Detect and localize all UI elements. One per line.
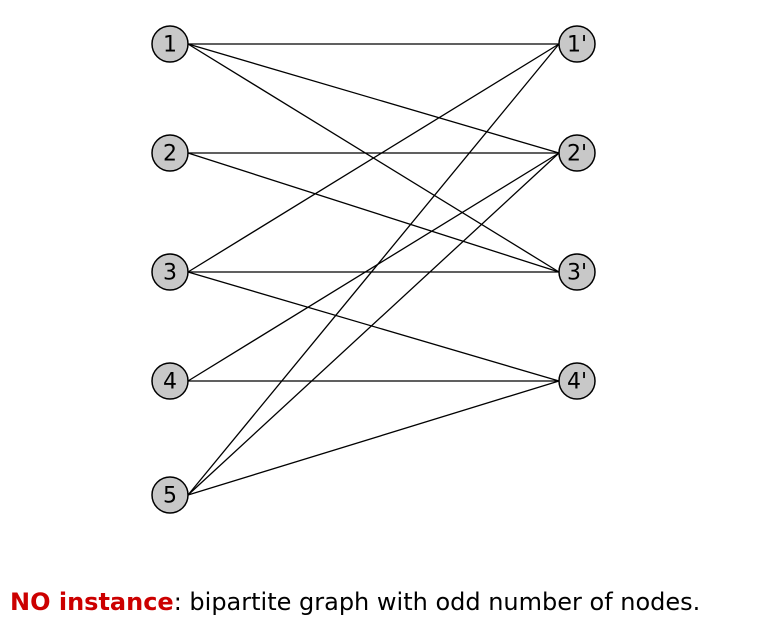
bipartite-graph: 1 2 3 4 5 1' 2' 3' 4' — [151, 25, 596, 514]
node-4: 4 — [151, 362, 189, 400]
graph-edges — [187, 43, 560, 496]
node-2: 2 — [151, 134, 189, 172]
node-1: 1 — [151, 25, 189, 63]
edge-5-1p — [187, 43, 560, 496]
node-label: 4 — [163, 370, 177, 395]
node-4p: 4' — [558, 362, 596, 400]
node-2p: 2' — [558, 134, 596, 172]
node-3: 3 — [151, 253, 189, 291]
caption-highlight: NO instance — [10, 588, 174, 616]
node-label: 3' — [567, 261, 587, 286]
edge-3-1p — [187, 43, 560, 273]
node-circle — [151, 134, 189, 172]
node-circle — [558, 362, 596, 400]
node-label: 2 — [163, 142, 177, 167]
edge-1-2p — [187, 43, 560, 154]
node-circle — [151, 476, 189, 514]
node-circle — [558, 253, 596, 291]
node-label: 2' — [567, 142, 587, 167]
node-circle — [558, 134, 596, 172]
edge-5-4p — [187, 380, 560, 496]
caption: NO instance: bipartite graph with odd nu… — [10, 588, 700, 616]
node-3p: 3' — [558, 253, 596, 291]
node-1p: 1' — [558, 25, 596, 63]
node-5: 5 — [151, 476, 189, 514]
node-label: 5 — [163, 484, 177, 509]
node-label: 4' — [567, 370, 587, 395]
node-label: 1' — [567, 33, 587, 58]
node-circle — [558, 25, 596, 63]
node-circle — [151, 25, 189, 63]
edge-5-2p — [187, 152, 560, 496]
node-label: 3 — [163, 261, 177, 286]
node-circle — [151, 253, 189, 291]
edge-3-4p — [187, 271, 560, 382]
edge-4-2p — [187, 152, 560, 382]
caption-text: : bipartite graph with odd number of nod… — [173, 588, 701, 616]
edge-2-3p — [187, 152, 560, 273]
node-label: 1 — [163, 33, 177, 58]
node-circle — [151, 362, 189, 400]
graph-nodes: 1 2 3 4 5 1' 2' 3' 4' — [151, 25, 596, 514]
